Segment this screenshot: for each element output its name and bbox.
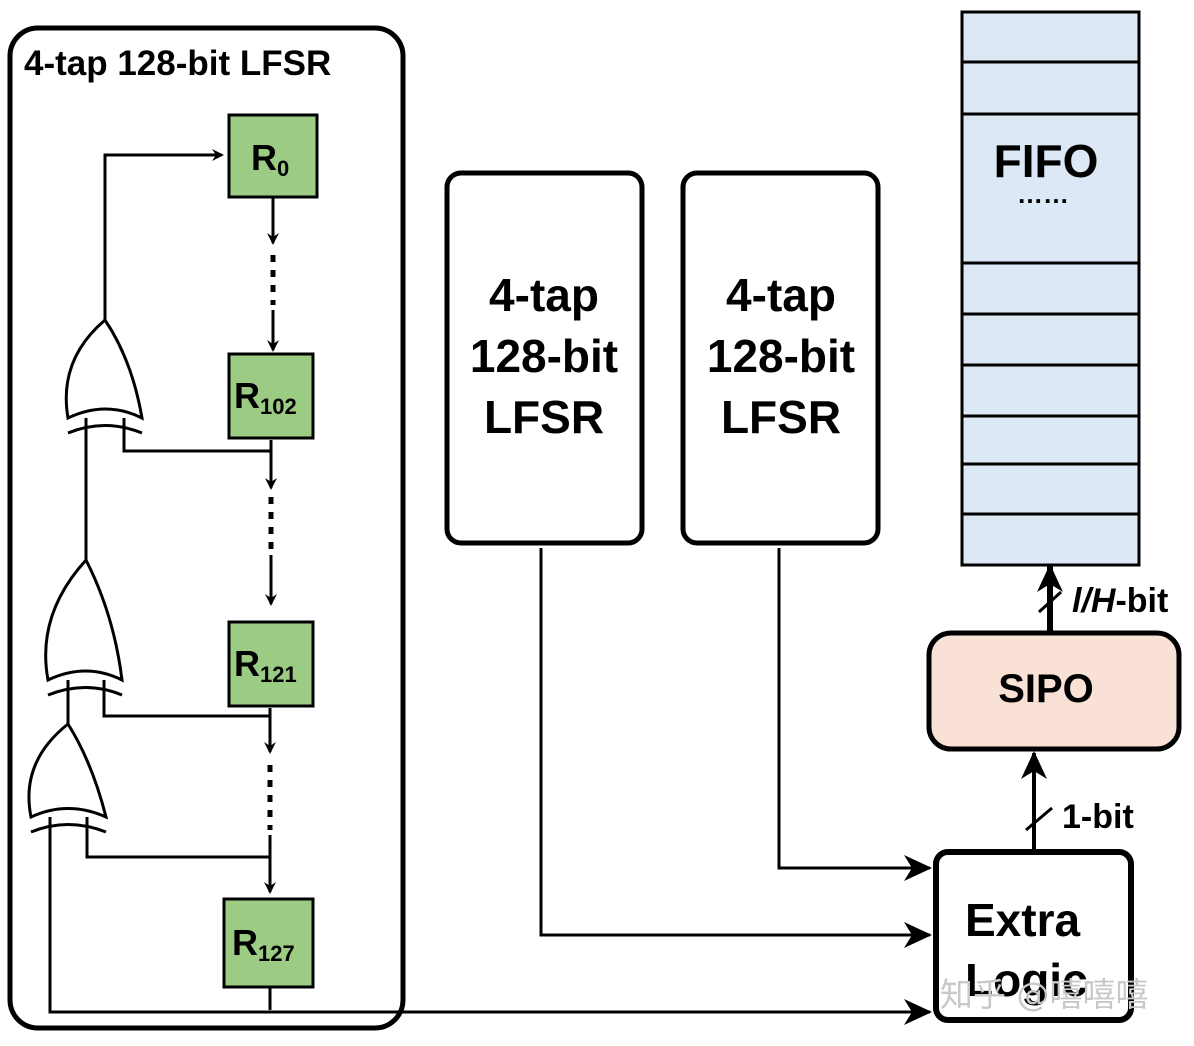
logic-to-sipo-bus — [1021, 751, 1053, 850]
extra-logic-block: Extra Logic — [933, 849, 1134, 1023]
register-r127: R127 — [222, 897, 315, 989]
svg-text:LFSR: LFSR — [484, 391, 604, 443]
lfsr-block-b: 4-tap 128-bit LFSR — [444, 170, 645, 546]
xor-gate-2 — [44, 557, 124, 697]
xor-gate-3 — [27, 721, 109, 834]
svg-text:R0: R0 — [251, 137, 289, 181]
logic-sipo-width-label: 1-bit — [1062, 798, 1134, 836]
fifo-block: FIFO …… — [960, 10, 1141, 567]
svg-text:Extra: Extra — [965, 894, 1080, 946]
svg-text:SIPO: SIPO — [998, 667, 1094, 711]
sipo-fifo-width-label: l/H-bit — [1072, 582, 1168, 620]
xor-gate-1 — [64, 292, 144, 435]
svg-text:R127: R127 — [232, 922, 295, 966]
lfsr-block-c: 4-tap 128-bit LFSR — [680, 170, 881, 546]
svg-text:4-tap: 4-tap — [489, 269, 599, 321]
svg-text:LFSR: LFSR — [721, 391, 841, 443]
register-r102: R102 — [227, 352, 315, 440]
lfsr-to-logic-wires — [539, 548, 932, 948]
svg-text:R102: R102 — [234, 375, 297, 419]
register-r121: R121 — [227, 620, 315, 708]
register-r0: R0 — [227, 113, 319, 199]
svg-text:R121: R121 — [234, 643, 297, 687]
svg-text:128-bit: 128-bit — [470, 330, 618, 382]
svg-text:128-bit: 128-bit — [707, 330, 855, 382]
svg-text:4-tap: 4-tap — [726, 269, 836, 321]
watermark: 知乎 @嘻嘻嘻 — [940, 975, 1149, 1014]
svg-text:Logic: Logic — [965, 954, 1088, 1006]
fifo-dots: …… — [1017, 179, 1069, 209]
sipo-to-fifo-bus — [1037, 564, 1063, 631]
fifo-label: FIFO — [994, 135, 1099, 187]
lfsr-main-box — [7, 25, 406, 1031]
lfsr-main-title: 4-tap 128-bit LFSR — [24, 44, 331, 83]
sipo-block: SIPO — [926, 630, 1182, 752]
feedback-wires — [48, 149, 932, 1025]
